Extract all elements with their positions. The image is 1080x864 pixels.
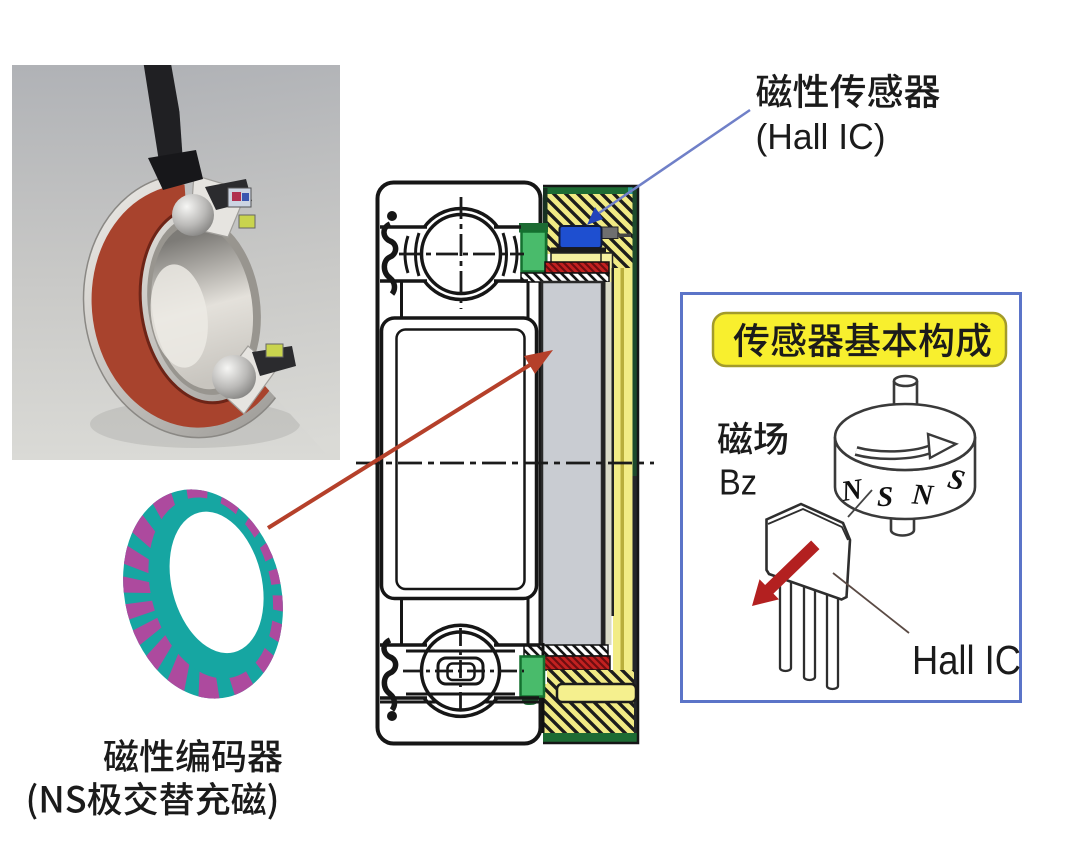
svg-text:S: S [945, 463, 968, 498]
svg-text:Hall IC: Hall IC [912, 637, 1021, 683]
svg-text:N: N [910, 478, 935, 512]
svg-text:(Hall IC): (Hall IC) [756, 116, 886, 157]
svg-text:Bz: Bz [719, 462, 757, 503]
svg-text:S: S [877, 481, 893, 513]
